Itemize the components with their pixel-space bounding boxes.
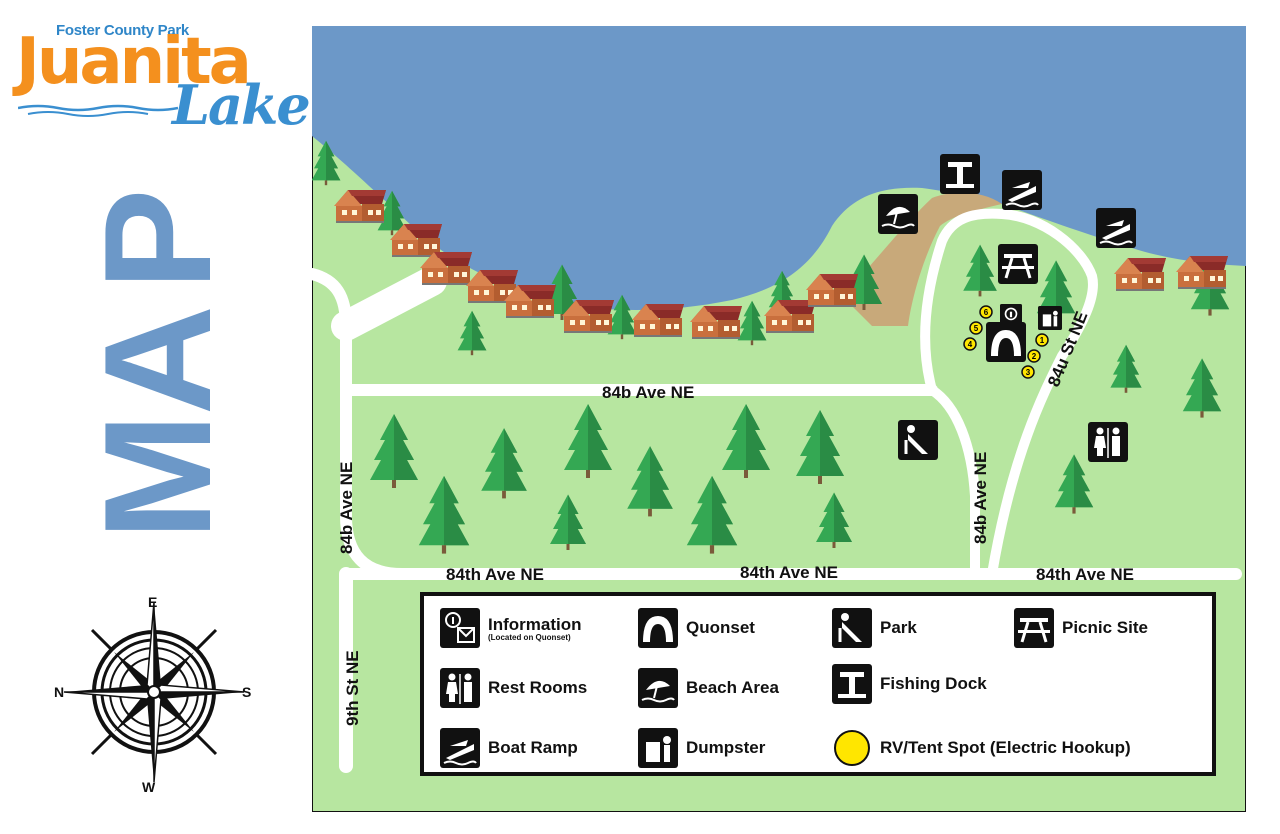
rv-spot-icon xyxy=(834,730,870,766)
legend-label: Beach Area xyxy=(686,678,779,697)
legend-label: Rest Rooms xyxy=(488,678,588,697)
legend-label: Boat Ramp xyxy=(488,738,578,757)
svg-text:2: 2 xyxy=(1032,352,1037,361)
legend-item-rv-tent-spot: RV/Tent Spot (Electric Hookup) xyxy=(832,728,1131,768)
compass-rose-icon: E N S W xyxy=(54,594,251,795)
svg-text:1: 1 xyxy=(1040,336,1045,345)
legend-note: (Located on Quonset) xyxy=(488,632,571,642)
compass-top-label: E xyxy=(148,594,157,610)
road-label-84b-ave-ne-east: 84b Ave NE xyxy=(971,452,990,544)
legend-item-fishing-dock: Fishing Dock xyxy=(832,664,987,704)
rest-rooms-marker xyxy=(1088,422,1128,462)
road-label-84b-ave-ne-west: 84b Ave NE xyxy=(337,462,356,554)
quonset-icon xyxy=(638,608,678,648)
legend-item-quonset: Quonset xyxy=(638,608,755,648)
brand-wave-icon xyxy=(18,104,178,117)
title-letter-m: M xyxy=(80,413,230,540)
info-icon xyxy=(440,608,480,648)
fishing-dock-marker xyxy=(940,154,980,194)
picnic-site-marker xyxy=(998,244,1038,284)
legend-label: RV/Tent Spot (Electric Hookup) xyxy=(880,738,1131,757)
boat-ramp-marker xyxy=(1096,208,1136,248)
legend-label: Quonset xyxy=(686,618,755,637)
compass-bottom-label: W xyxy=(142,779,156,795)
compass-right-label: S xyxy=(242,684,251,700)
legend-item-information: Information (Located on Quonset) xyxy=(440,608,582,648)
boat-ramp-marker xyxy=(1002,170,1042,210)
beach-sand xyxy=(842,192,1002,326)
rv-spot: 3 xyxy=(1021,365,1035,379)
road-label-84th-ave-ne-mid: 84th Ave NE xyxy=(740,563,838,582)
legend-item-beach-area: Beach Area xyxy=(638,668,779,708)
rv-spot: 5 xyxy=(969,321,983,335)
road-label-84th-ave-ne-west: 84th Ave NE xyxy=(446,565,544,584)
rv-spot: 2 xyxy=(1027,349,1041,363)
legend-item-dumpster: Dumpster xyxy=(638,728,765,768)
legend-item-picnic-site: Picnic Site xyxy=(1014,608,1148,648)
rv-spot: 6 xyxy=(979,305,993,319)
information-marker xyxy=(1000,304,1022,326)
dumpster-icon xyxy=(638,728,678,768)
park-marker xyxy=(898,420,938,460)
road-label-9th-st-ne: 9th St NE xyxy=(343,650,362,726)
rv-spot: 1 xyxy=(1035,333,1049,347)
brand-subtitle: Foster County Park xyxy=(56,22,189,39)
map-legend: Information (Located on Quonset) Quonset… xyxy=(420,592,1216,776)
brand-name: Juanita xyxy=(16,25,252,99)
legend-item-park: Park xyxy=(832,608,917,648)
boat-ramp-icon xyxy=(440,728,480,768)
svg-text:3: 3 xyxy=(1026,368,1031,377)
rv-spot: 4 xyxy=(963,337,977,351)
svg-text:5: 5 xyxy=(974,324,979,333)
svg-text:6: 6 xyxy=(984,308,989,317)
title-letter-a: A xyxy=(80,305,230,415)
beach-area-marker xyxy=(878,194,918,234)
svg-text:4: 4 xyxy=(968,340,973,349)
title-letter-p: P xyxy=(80,189,230,290)
fishing-dock-icon xyxy=(832,664,872,704)
map-title: M A P xyxy=(80,189,230,540)
legend-item-rest-rooms: Rest Rooms xyxy=(440,668,587,708)
legend-label: Picnic Site xyxy=(1062,618,1148,637)
legend-label: Park xyxy=(880,618,917,637)
road-label-84b-ave-ne-north: 84b Ave NE xyxy=(602,383,694,402)
dumpster-marker xyxy=(1038,306,1062,330)
playground-icon xyxy=(832,608,872,648)
brand-script: Lake xyxy=(172,73,311,137)
road-label-84th-ave-ne-east: 84th Ave NE xyxy=(1036,565,1134,584)
legend-label: Information xyxy=(488,614,582,634)
rv-spots: 1 2 3 4 5 6 xyxy=(963,305,1049,379)
legend-label: Fishing Dock xyxy=(880,674,987,693)
lake xyxy=(312,26,1246,311)
beach-umbrella-icon xyxy=(638,668,678,708)
compass-left-label: N xyxy=(54,684,64,700)
legend-item-boat-ramp: Boat Ramp xyxy=(440,728,578,768)
legend-label: Dumpster xyxy=(686,738,766,757)
restroom-icon xyxy=(440,668,480,708)
picnic-table-icon xyxy=(1014,608,1054,648)
quonset-marker xyxy=(986,322,1026,362)
brand-logo: Foster County Park Juanita Lake xyxy=(14,22,311,132)
